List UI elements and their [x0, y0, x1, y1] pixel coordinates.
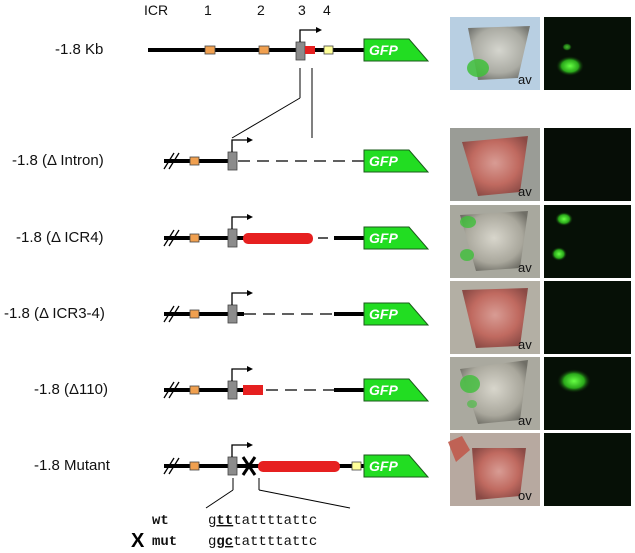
break-slash-icon — [163, 152, 180, 475]
intron-red — [243, 385, 263, 395]
intron-red — [258, 461, 340, 472]
micrograph-brightfield-1: av — [450, 17, 540, 90]
mut-label: mut — [152, 534, 177, 550]
gfp-label: GFP — [369, 382, 398, 398]
tss-arrow-icon — [247, 290, 253, 296]
micrograph-brightfield-4: av — [450, 281, 540, 354]
tss-arrow-icon — [247, 366, 253, 372]
view-tag: av — [518, 184, 532, 199]
sequence-comparison: wt gtttattttattc X mut ggctattttattc — [131, 513, 317, 552]
gfp-label: GFP — [369, 458, 398, 474]
micrograph-brightfield-6: ov — [448, 433, 540, 506]
row-label-6: -1.8 Mutant — [34, 457, 111, 474]
micrograph-fluorescence-6 — [544, 433, 631, 506]
intron-red — [243, 233, 313, 244]
micrograph-brightfield-3: av — [450, 205, 540, 278]
mut-x-marker: X — [131, 530, 145, 552]
micrograph-fluorescence-1 — [544, 17, 631, 90]
gfp-reporter: GFP GFP GFP GFP GFP GFP — [363, 38, 430, 478]
row-label-5: -1.8 (Δ110) — [34, 381, 108, 398]
wt-sequence: gtttattttattc — [208, 513, 317, 529]
view-tag: av — [518, 413, 532, 428]
gfp-label: GFP — [369, 153, 398, 169]
row-label-3: -1.8 (Δ ICR4) — [16, 229, 104, 246]
row-label-1: -1.8 Kb — [55, 41, 103, 58]
mut-sequence: ggctattttattc — [208, 534, 317, 550]
icr2-box — [258, 45, 270, 55]
row-label-2: -1.8 (Δ Intron) — [12, 152, 104, 169]
micrograph-brightfield-5: av — [450, 357, 540, 430]
construct-delta-icr3-4 — [164, 290, 364, 324]
header-num-2: 2 — [257, 2, 265, 18]
mutation-x-icon — [241, 456, 257, 476]
icr1-box — [204, 45, 216, 55]
tss-arrow-icon — [316, 27, 322, 33]
tss-arrow-icon — [247, 137, 253, 143]
gfp-label: GFP — [369, 306, 398, 322]
header-num-4: 4 — [323, 2, 331, 18]
tss-arrow-icon — [247, 442, 253, 448]
header-num-3: 3 — [298, 2, 306, 18]
construct-delta-110 — [164, 366, 364, 400]
tss-arrow-icon — [247, 214, 253, 220]
view-tag: av — [518, 260, 532, 275]
icr4-box — [323, 45, 334, 55]
micrograph-fluorescence-2 — [544, 128, 631, 201]
construct-delta-icr4 — [164, 214, 364, 248]
row-label-4: -1.8 (Δ ICR3-4) — [4, 305, 105, 322]
header-icr: ICR — [144, 2, 168, 18]
header-num-1: 1 — [204, 2, 212, 18]
view-tag: ov — [518, 488, 532, 503]
view-tag: av — [518, 72, 532, 87]
view-tag: av — [518, 337, 532, 352]
micrograph-fluorescence-3 — [544, 205, 631, 278]
promoter-box — [295, 41, 306, 61]
intron-red — [305, 46, 315, 54]
wt-label: wt — [152, 513, 169, 529]
gfp-label: GFP — [369, 230, 398, 246]
construct-full — [148, 27, 364, 139]
micrograph-fluorescence-4 — [544, 281, 631, 354]
construct-delta-intron — [164, 137, 364, 171]
micrograph-brightfield-2: av — [450, 128, 540, 201]
gfp-label: GFP — [369, 42, 398, 58]
micrograph-fluorescence-5 — [544, 357, 631, 430]
construct-mutant — [164, 442, 364, 509]
